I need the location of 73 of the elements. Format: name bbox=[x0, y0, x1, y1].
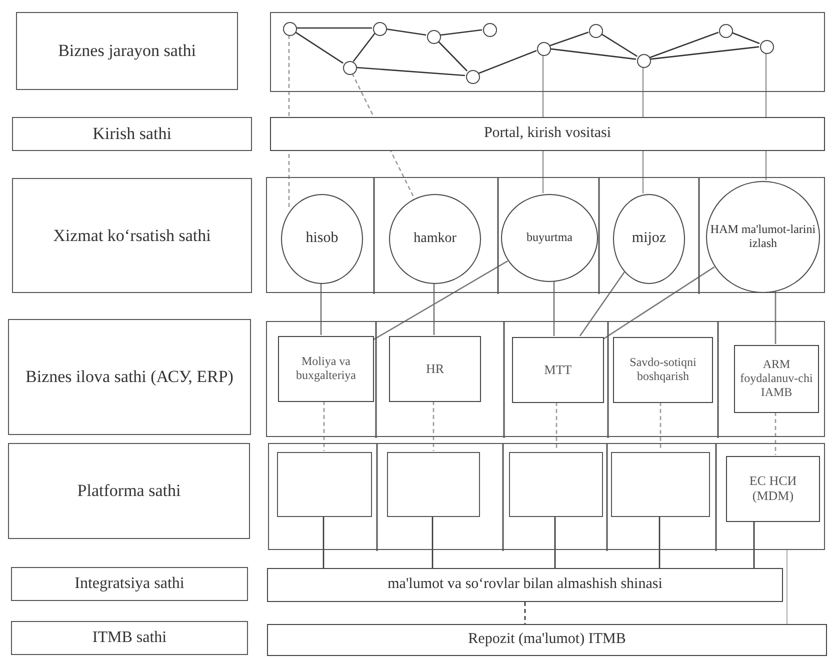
application-box bbox=[611, 452, 710, 517]
connector-line bbox=[296, 27, 372, 29]
connector-line bbox=[650, 46, 760, 60]
connector-line bbox=[432, 516, 434, 568]
connector-line bbox=[602, 266, 715, 340]
connector-line bbox=[658, 516, 660, 568]
service-circle: hamkor bbox=[389, 194, 481, 284]
connector-line bbox=[579, 272, 625, 336]
application-box: MTT bbox=[512, 337, 604, 403]
connector-line bbox=[649, 32, 719, 58]
connector-line bbox=[433, 283, 435, 335]
application-box: Savdo-sotiqni boshqarish bbox=[613, 337, 713, 403]
process-circle bbox=[343, 61, 357, 75]
application-box: HR bbox=[389, 336, 481, 402]
connector-line bbox=[372, 260, 508, 340]
leader-line bbox=[660, 402, 662, 451]
application-box bbox=[509, 452, 603, 517]
connector-line bbox=[524, 602, 526, 624]
connector-line bbox=[553, 280, 555, 336]
service-circle: HAM ma'lumot-larini izlash bbox=[706, 181, 820, 293]
layer-label: Biznes jarayon sathi bbox=[16, 12, 238, 90]
process-circle bbox=[373, 22, 387, 36]
leader-line bbox=[774, 412, 776, 455]
process-circle bbox=[719, 24, 733, 38]
layer-label: Platforma sathi bbox=[8, 443, 250, 539]
layer-panel bbox=[266, 177, 825, 293]
connector-line bbox=[294, 31, 344, 64]
service-circle: buyurtma bbox=[501, 194, 598, 282]
process-circle bbox=[483, 23, 497, 37]
application-box: ARM foydalanuv-chi IAMB bbox=[734, 345, 819, 413]
leader-line bbox=[323, 401, 325, 451]
connector-line bbox=[549, 32, 589, 46]
layer-label: Kirish sathi bbox=[12, 117, 252, 151]
layer-panel bbox=[266, 321, 825, 437]
connector-line bbox=[322, 516, 324, 568]
process-circle bbox=[589, 24, 603, 38]
leader-line bbox=[786, 550, 788, 624]
leader-line bbox=[556, 402, 558, 451]
connector-line bbox=[753, 521, 755, 568]
application-box bbox=[277, 452, 372, 517]
connector-line bbox=[356, 66, 466, 76]
application-box: Moliya va buxgalteriya bbox=[278, 336, 374, 402]
application-box: ЕС НСИ (MDM) bbox=[726, 456, 820, 522]
process-circle bbox=[537, 42, 551, 56]
connector-line bbox=[437, 40, 468, 72]
connector-line bbox=[554, 516, 556, 568]
connector-line bbox=[600, 33, 638, 57]
process-circle bbox=[283, 22, 297, 36]
service-circle: mijoz bbox=[613, 194, 685, 284]
layer-bar: ma'lumot va so‘rovlar bilan almashish shinasi bbox=[267, 568, 783, 602]
process-circle bbox=[427, 30, 441, 44]
layer-label: Biznes ilova sathi (АСУ, ERP) bbox=[8, 319, 251, 435]
connector-line bbox=[478, 50, 537, 74]
connector-line bbox=[550, 48, 636, 60]
process-circle bbox=[760, 40, 774, 54]
leader-line bbox=[432, 401, 434, 451]
application-box bbox=[387, 452, 480, 517]
connector-line bbox=[320, 283, 322, 335]
service-circle: hisob bbox=[281, 194, 363, 284]
process-circle bbox=[466, 70, 480, 84]
layer-bar: Repozit (ma'lumot) ITMB bbox=[267, 624, 827, 656]
connector-line bbox=[386, 28, 426, 36]
layer-panel bbox=[270, 12, 825, 92]
layer-label: ITMB sathi bbox=[11, 621, 248, 655]
connector-line bbox=[440, 29, 482, 36]
layer-label: Integratsiya sathi bbox=[11, 567, 248, 601]
layer-label: Xizmat ko‘rsatish sathi bbox=[12, 178, 252, 293]
process-circle bbox=[637, 54, 651, 68]
connector-line bbox=[731, 32, 760, 44]
layer-bar: Portal, kirish vositasi bbox=[270, 117, 825, 151]
layer-panel bbox=[268, 443, 825, 550]
connector-line bbox=[352, 33, 376, 62]
connector-line bbox=[774, 290, 776, 344]
